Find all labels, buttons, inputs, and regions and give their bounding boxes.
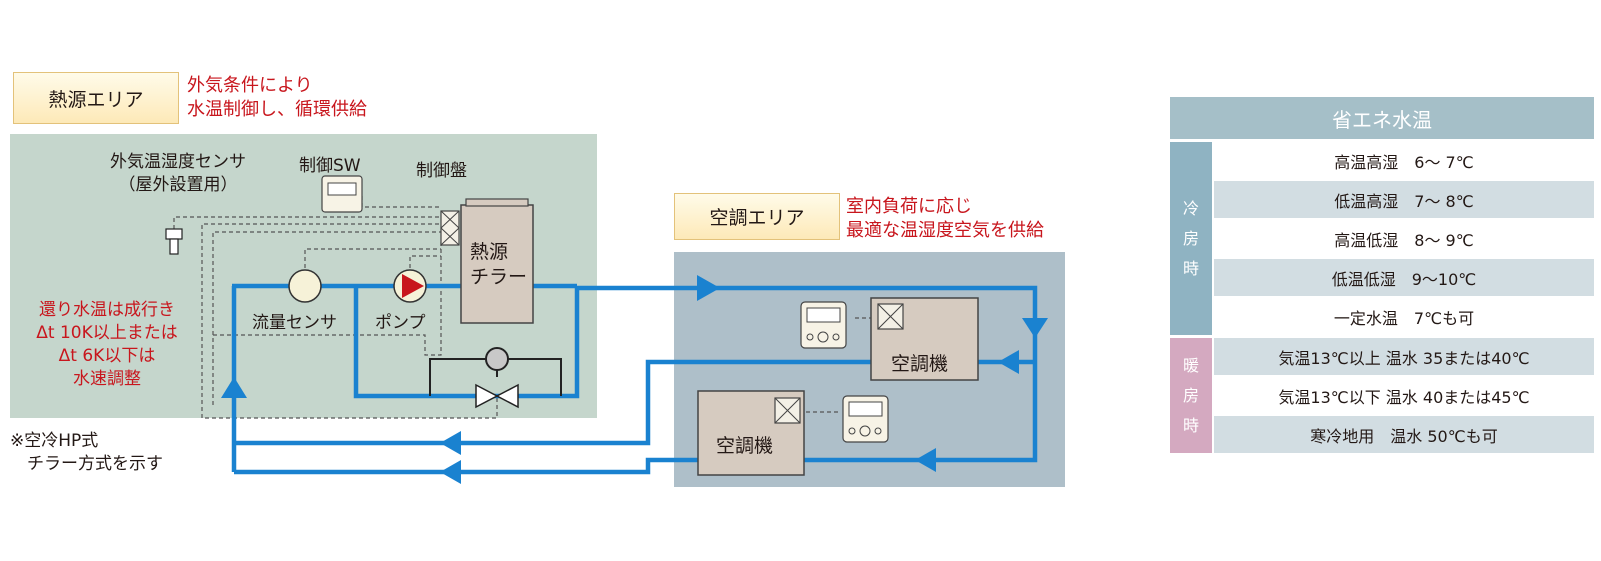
table-row: 低温低湿 9～10℃ [1214,259,1594,296]
footnote: ※空冷HP式 チラー方式を示す [10,430,163,476]
group-label-char: 房 [1182,385,1199,405]
outdoor-sensor-label-line: 外気温湿度センサ [110,152,246,172]
control-switch-icon [321,175,363,213]
heat-source-area-label: 熱源エリア [13,72,179,124]
footnote-line: チラー方式を示す [10,454,163,474]
table-row: 寒冷地用 温水 50℃も可 [1214,416,1594,453]
return-water-note-line: Δt 10K以上または [36,323,178,343]
ac-area-note-line: 室内負荷に応じ [846,196,972,217]
group-label-char: 時 [1182,415,1199,435]
ac-unit-1-label: 空調機 [891,353,949,375]
table-row: 一定水温 7℃も可 [1214,298,1594,335]
cooling-group: 冷 房 時 高温高湿 6～ 7℃ 低温高湿 7～ 8℃ 高温低湿 8～ 9℃ 低… [1170,142,1594,335]
group-label-char: 冷 [1182,198,1199,218]
outdoor-sensor-label: 外気温湿度センサ （屋外設置用） [87,151,269,197]
group-label-char: 房 [1182,228,1199,248]
ac-unit-2-damper-icon [774,397,801,424]
footnote-line: ※空冷HP式 [10,431,99,451]
ac-area-label: 空調エリア [674,193,840,240]
table-row: 気温13℃以上 温水 35または40℃ [1214,338,1594,375]
control-switch-label: 制御SW [299,156,361,176]
ac-unit-1-damper-icon [877,303,904,330]
table-row: 高温低湿 8～ 9℃ [1214,220,1594,257]
heating-group: 暖 房 時 気温13℃以上 温水 35または40℃ 気温13℃以下 温水 40ま… [1170,338,1594,453]
chiller-top [465,198,529,207]
table-row: 低温高湿 7～ 8℃ [1214,181,1594,218]
control-panel-label: 制御盤 [416,161,467,181]
heat-chiller [460,204,534,324]
table-row: 高温高湿 6～ 7℃ [1214,142,1594,179]
ac-remote-2-icon [842,395,889,443]
control-panel-icon [440,210,460,246]
return-water-note-line: 還り水温は成行き [39,300,175,320]
return-water-note-line: Δt 6K以下は [58,346,156,366]
cooling-group-label: 冷 房 時 [1170,142,1212,335]
return-water-note-line: 水速調整 [73,369,141,389]
heating-group-label: 暖 房 時 [1170,338,1212,453]
chiller-label-line: チラー [470,266,528,288]
heat-source-note-line: 外気条件により [187,75,313,96]
valve-actuator [485,347,509,371]
ac-area-note: 室内負荷に応じ 最適な温湿度空気を供給 [846,195,1044,243]
chiller-label-line: 熱源 [470,241,509,263]
flow-arrows [221,275,1048,484]
table-title: 省エネ水温 [1170,97,1594,139]
flow-sensor-label: 流量センサ [252,313,337,333]
table-row: 気温13℃以下 温水 40または45℃ [1214,377,1594,414]
chiller-label: 熱源 チラー [470,240,527,290]
group-label-char: 暖 [1182,355,1199,375]
return-water-note: 還り水温は成行き Δt 10K以上または Δt 6K以下は 水速調整 [14,299,200,391]
pump-icon [393,269,427,303]
ac-unit-2-label: 空調機 [716,435,774,457]
outdoor-sensor-label-line: （屋外設置用） [118,175,238,195]
ac-area-note-line: 最適な温湿度空気を供給 [846,220,1044,241]
ac-remote-1-icon [800,301,847,349]
heat-source-note: 外気条件により 水温制御し、循環供給 [187,74,367,122]
flow-sensor-icon [288,269,322,303]
heat-source-note-line: 水温制御し、循環供給 [187,99,367,120]
group-label-char: 時 [1182,258,1199,278]
outdoor-sensor-icon [165,228,183,255]
pump-label: ポンプ [375,313,426,333]
eco-water-temp-table: 省エネ水温 冷 房 時 高温高湿 6～ 7℃ 低温高湿 7～ 8℃ 高温低湿 8… [1170,97,1594,456]
three-way-valve-icon [475,383,519,409]
